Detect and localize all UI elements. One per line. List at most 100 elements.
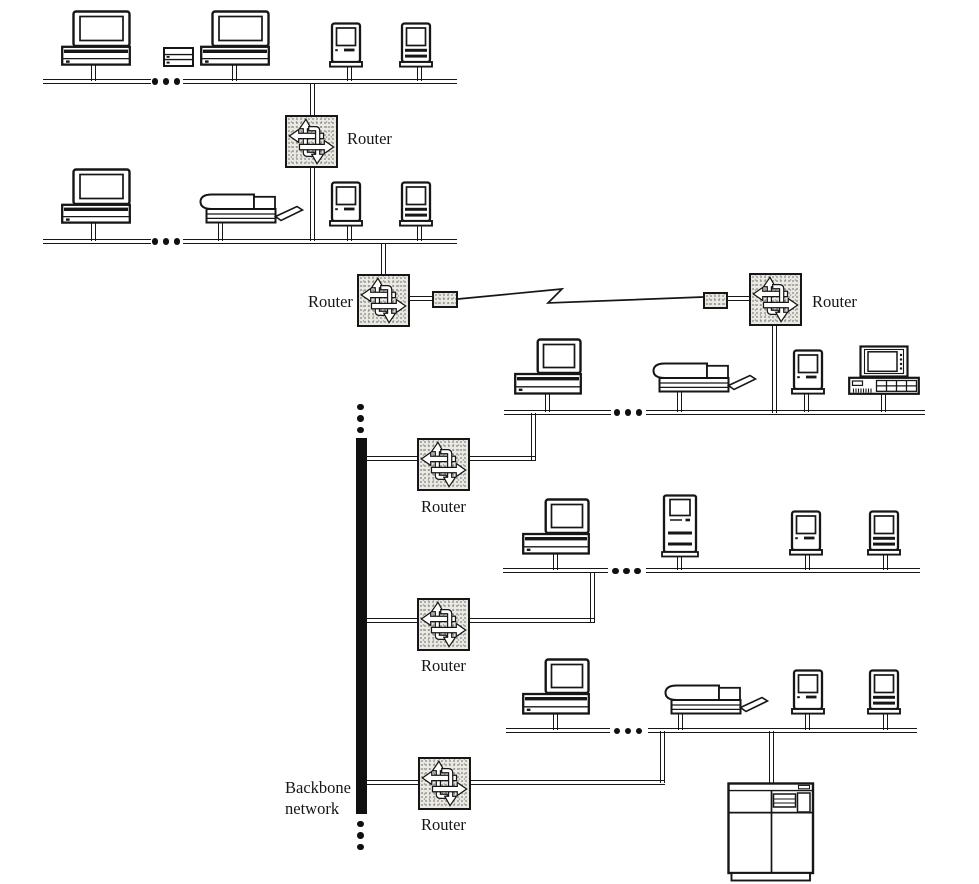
pc-with-keypad-icon xyxy=(848,345,920,395)
compact-mac-icon xyxy=(329,181,363,227)
printer-icon xyxy=(652,362,758,393)
desktop-computer-icon xyxy=(61,10,131,66)
connector-line xyxy=(365,618,417,623)
device-leg xyxy=(805,553,810,570)
lan-bus-segment xyxy=(183,79,457,84)
server-cabinet-icon xyxy=(727,782,815,882)
compact-mac-icon xyxy=(329,22,363,68)
compact-mac-icon xyxy=(399,22,433,68)
ellipsis-dot xyxy=(357,415,364,422)
pc-with-keypad-icon xyxy=(848,345,920,395)
desktop-computer-icon xyxy=(522,498,590,555)
external-drive-icon xyxy=(163,47,194,67)
server-cabinet-icon xyxy=(727,782,815,882)
lan-bus-segment xyxy=(646,568,920,573)
lan-bus-segment xyxy=(183,239,457,244)
ellipsis-dot xyxy=(162,78,170,85)
router-label: Router xyxy=(812,292,857,311)
ellipsis-dot xyxy=(613,409,621,416)
compact-mac-icon xyxy=(329,22,363,68)
device-leg xyxy=(417,65,422,81)
lan-bus-segment xyxy=(43,79,151,84)
compact-mac-icon xyxy=(791,349,825,395)
connector-line xyxy=(470,618,595,623)
tower-computer-icon xyxy=(661,494,699,558)
connector-line xyxy=(590,572,595,622)
connector-line xyxy=(470,456,536,461)
compact-mac-icon xyxy=(867,669,901,715)
printer-icon xyxy=(651,362,758,393)
printer-icon xyxy=(199,193,305,224)
connector-line xyxy=(310,166,315,241)
ellipsis-dot xyxy=(624,727,632,735)
connector-line xyxy=(660,731,665,783)
device-leg xyxy=(232,64,237,81)
compact-mac-icon xyxy=(789,510,823,556)
desktop-computer-icon xyxy=(522,658,590,715)
router-box xyxy=(285,115,338,168)
device-leg xyxy=(677,391,682,412)
router-arrows-icon xyxy=(752,276,799,323)
device-leg xyxy=(678,713,683,730)
device-leg xyxy=(883,553,888,570)
compact-mac-icon xyxy=(399,181,433,227)
router-label: Router xyxy=(308,292,353,311)
device-leg xyxy=(553,714,558,730)
ellipsis-dot xyxy=(162,238,170,245)
modem-box xyxy=(432,291,458,308)
wan-link xyxy=(455,283,707,310)
device-leg xyxy=(91,222,96,241)
desktop-computer-icon xyxy=(200,10,270,66)
router-box xyxy=(417,598,470,651)
wan-link-line xyxy=(457,287,704,304)
lan-bus-segment xyxy=(503,568,608,573)
connector-line xyxy=(470,780,665,785)
lan-bus-segment xyxy=(504,410,611,415)
modem-box xyxy=(703,292,728,309)
router-box xyxy=(357,274,410,327)
lan-bus-segment xyxy=(506,728,610,733)
router-label: Router xyxy=(421,815,466,834)
desktop-computer-icon xyxy=(514,338,582,395)
connector-line xyxy=(728,296,749,301)
ellipsis-dot xyxy=(357,403,364,411)
ellipsis-dot xyxy=(623,567,630,575)
compact-mac-icon xyxy=(791,349,825,395)
lan-bus-segment xyxy=(648,728,917,733)
desktop-computer-icon xyxy=(522,658,590,715)
device-leg xyxy=(881,393,886,412)
router-label: Router xyxy=(421,656,466,675)
router-label: Router xyxy=(347,129,392,148)
compact-mac-icon xyxy=(791,669,825,715)
device-leg xyxy=(545,393,550,412)
ellipsis-dot xyxy=(613,727,621,735)
router-box xyxy=(749,273,802,326)
desktop-computer-icon xyxy=(61,168,131,224)
ellipsis-dot xyxy=(151,238,159,245)
router-arrows-icon xyxy=(420,441,467,488)
device-leg xyxy=(347,65,352,81)
device-leg xyxy=(417,224,422,241)
ellipsis-dot xyxy=(357,843,364,851)
compact-mac-icon xyxy=(791,669,825,715)
ellipsis-dot xyxy=(357,426,364,434)
compact-mac-icon xyxy=(867,669,901,715)
router-box xyxy=(418,757,471,810)
device-leg xyxy=(218,222,223,241)
desktop-computer-icon xyxy=(61,168,131,224)
router-arrows-icon xyxy=(420,601,467,648)
router-box xyxy=(417,438,470,491)
device-leg xyxy=(347,224,352,241)
tower-computer-icon xyxy=(661,494,699,558)
printer-icon xyxy=(663,684,770,715)
printer-icon xyxy=(664,684,770,715)
ellipsis-dot xyxy=(173,238,181,245)
router-arrows-icon xyxy=(360,277,407,324)
desktop-computer-icon xyxy=(61,10,131,66)
printer-icon xyxy=(198,193,305,224)
compact-mac-icon xyxy=(867,510,901,556)
ellipsis-dot xyxy=(612,567,619,575)
device-leg xyxy=(805,713,810,730)
connector-line xyxy=(365,456,417,461)
